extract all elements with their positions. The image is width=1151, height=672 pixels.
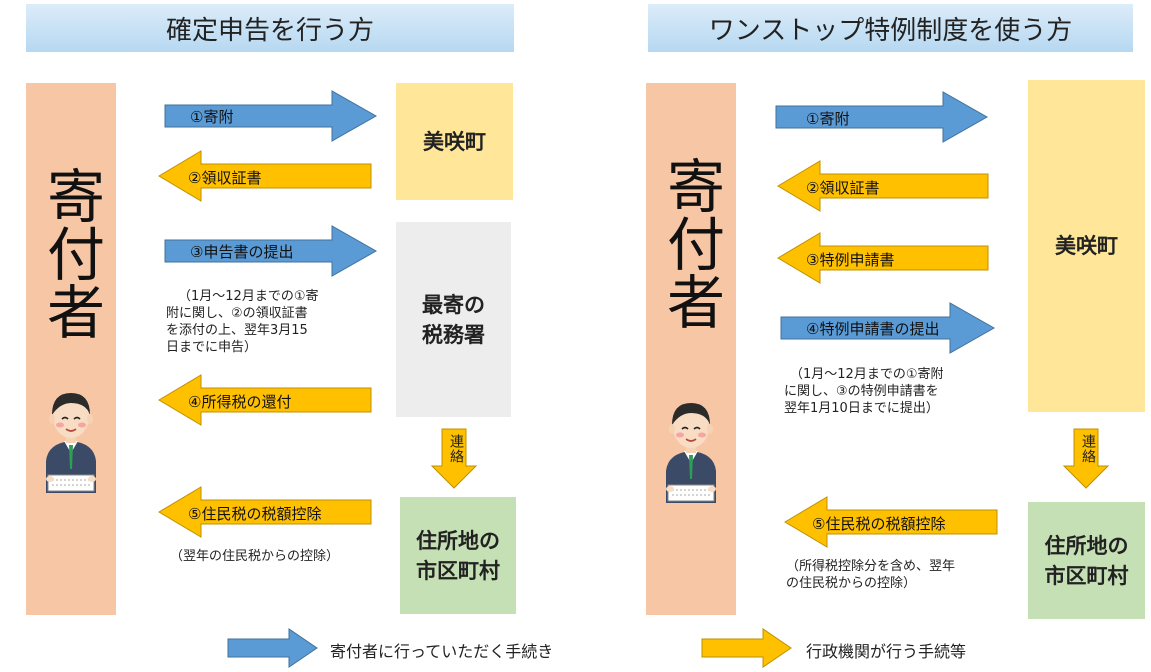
right-arrow-2 — [777, 160, 989, 212]
left-person-icon — [46, 393, 96, 493]
left-municipality-label-2: 市区町村 — [416, 558, 500, 583]
right-municipality-box: 住所地の 市区町村 — [1028, 502, 1145, 619]
left-tax-office-label-2: 税務署 — [422, 322, 485, 347]
right-arrow-4 — [780, 302, 996, 354]
left-renraku-arrow — [430, 428, 478, 489]
left-municipality-box: 住所地の 市区町村 — [400, 497, 516, 614]
legend-donor-text: 寄付者に行っていただく手続き — [330, 642, 554, 661]
legend-admin-arrow — [701, 628, 792, 668]
right-note-1: （1月～12月までの①寄附 に関し、③の特例申請書を 翌年1月10日までに提出） — [784, 367, 944, 416]
left-note-1: （1月～12月までの①寄 附に関し、②の領収証書 を添付の上、翌年3月15 日ま… — [166, 289, 319, 355]
legend-admin-text: 行政機関が行う手続等 — [806, 642, 967, 661]
left-tax-office-label-1: 最寄の — [422, 292, 485, 317]
left-arrow-4-label: ④所得税の還付 — [188, 393, 292, 411]
right-renraku-arrow — [1062, 428, 1110, 489]
right-arrow-2-label: ②領収証書 — [806, 179, 880, 197]
right-arrow-3 — [777, 232, 989, 284]
legend-donor-arrow — [227, 628, 318, 668]
right-title-text: ワンストップ特例制度を使う方 — [708, 15, 1073, 46]
left-tax-office-box: 最寄の 税務署 — [396, 222, 511, 417]
left-renraku-label: 連絡 — [448, 434, 464, 464]
left-arrow-2 — [158, 150, 372, 202]
left-donor-label: 寄付者 — [37, 166, 105, 340]
left-title-text: 確定申告を行う方 — [165, 15, 374, 46]
left-note-2: （翌年の住民税からの控除） — [170, 549, 340, 564]
right-municipality-label-1: 住所地の — [1044, 533, 1129, 558]
right-arrow-1-label: ①寄附 — [806, 110, 850, 128]
right-title: ワンストップ特例制度を使う方 — [648, 4, 1133, 52]
right-person-icon — [666, 403, 716, 503]
right-arrow-5-label: ⑤住民税の税額控除 — [812, 515, 946, 533]
right-arrow-3-label: ③特例申請書 — [806, 251, 895, 269]
right-arrow-5 — [784, 496, 998, 548]
right-arrow-4-label: ④特例申請書の提出 — [806, 320, 940, 338]
left-arrow-3-label: ③申告書の提出 — [190, 243, 294, 261]
left-town-box: 美咲町 — [396, 83, 513, 200]
right-town-label: 美咲町 — [1055, 234, 1118, 258]
right-donor-label: 寄付者 — [657, 156, 725, 330]
left-arrow-2-label: ②領収証書 — [188, 169, 262, 187]
left-arrow-3 — [164, 225, 378, 277]
left-town-label: 美咲町 — [423, 129, 486, 154]
left-municipality-label-1: 住所地の — [416, 528, 500, 553]
left-arrow-5-label: ⑤住民税の税額控除 — [188, 505, 322, 523]
right-note-2: （所得税控除分を含め、翌年 の住民税からの控除） — [786, 559, 956, 591]
left-arrow-5 — [158, 486, 372, 538]
right-renraku-label: 連絡 — [1080, 434, 1096, 464]
right-arrow-1 — [775, 91, 989, 143]
left-arrow-1 — [164, 90, 378, 142]
right-municipality-label-2: 市区町村 — [1044, 563, 1129, 588]
left-arrow-4 — [158, 374, 372, 426]
left-title: 確定申告を行う方 — [26, 4, 514, 52]
left-arrow-1-label: ①寄附 — [190, 108, 234, 126]
right-donor-pillar: 寄付者 — [646, 83, 736, 615]
right-town-box: 美咲町 — [1028, 80, 1145, 412]
left-donor-pillar: 寄付者 — [26, 83, 116, 615]
